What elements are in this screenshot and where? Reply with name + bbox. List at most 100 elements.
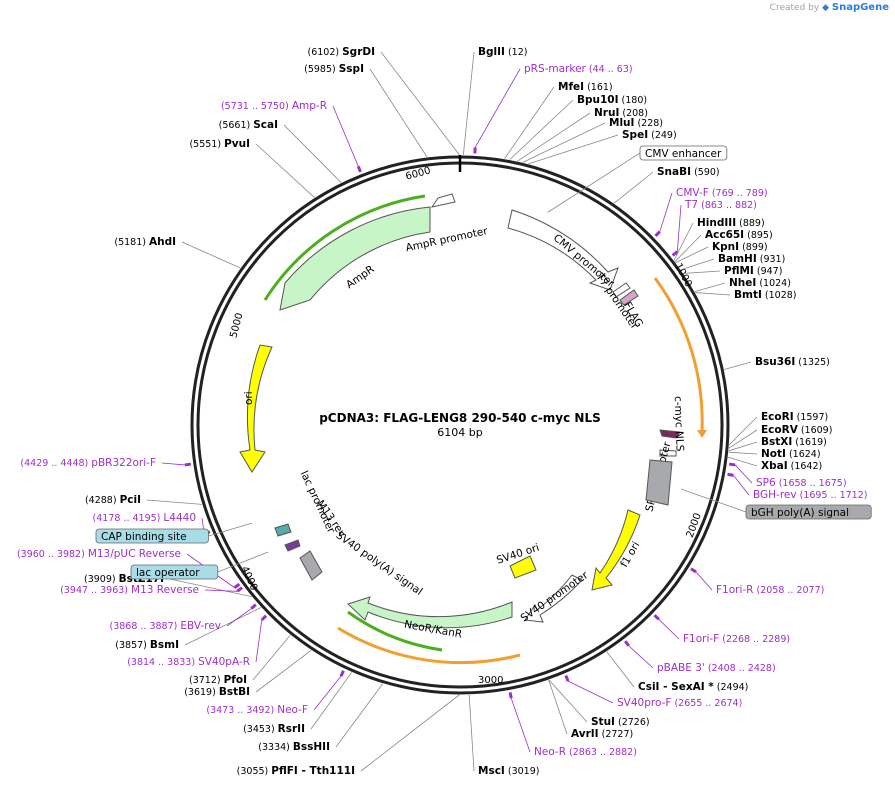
feature-f1-ori[interactable] xyxy=(591,509,641,591)
feature-sv40-ori[interactable] xyxy=(509,555,537,579)
enzyme-label[interactable]: MscI (3019) xyxy=(478,765,539,777)
boxed-label-line xyxy=(547,152,641,213)
primer-label[interactable]: (3868 .. 3887) EBV-rev xyxy=(109,620,221,632)
boxed-label-box[interactable] xyxy=(130,564,219,580)
enzyme-label[interactable]: MfeI (161) xyxy=(558,81,613,93)
enzyme-label[interactable]: NruI (208) xyxy=(594,107,648,119)
enzyme-label[interactable]: XbaI (1642) xyxy=(761,460,822,472)
enzyme-label[interactable]: Acc65I (895) xyxy=(705,229,773,241)
enzyme-label[interactable]: BamHI (931) xyxy=(718,253,785,265)
enzyme-label[interactable]: SpeI (249) xyxy=(622,129,677,141)
primer-label[interactable]: (3947 .. 3963) M13 Reverse xyxy=(60,584,199,596)
enzyme-label[interactable]: HindIII (889) xyxy=(697,217,765,229)
enzyme-label[interactable]: StuI (2726) xyxy=(591,716,650,728)
primer-label[interactable]: Neo-R (2863 .. 2882) xyxy=(534,746,637,758)
feature-sv40-polya[interactable] xyxy=(299,550,323,581)
enzyme-position: (228) xyxy=(634,118,663,129)
feature-sp6-promoter[interactable] xyxy=(659,449,677,457)
enzyme-label[interactable]: BglII (12) xyxy=(478,46,527,58)
enzyme-label[interactable]: (5985) SspI xyxy=(304,63,364,75)
primer-label[interactable]: (5731 .. 5750) Amp-R xyxy=(221,100,327,112)
feature-lac-promoter[interactable] xyxy=(274,523,292,537)
enzyme-label[interactable]: PflMI (947) xyxy=(724,265,782,277)
enzyme-name: SgrDI xyxy=(342,46,375,58)
enzyme-line xyxy=(528,134,619,165)
primer-label[interactable]: T7 (863 .. 882) xyxy=(684,199,757,211)
enzyme-label[interactable]: (5661) ScaI xyxy=(219,119,278,131)
feature-ampr[interactable] xyxy=(279,206,431,311)
primer-line xyxy=(204,589,238,592)
primer-label[interactable]: F1ori-F (2268 .. 2289) xyxy=(683,633,790,645)
primer-label[interactable]: (4178 .. 4195) L4440 xyxy=(93,512,196,524)
primer-label[interactable]: SP6 (1658 .. 1675) xyxy=(756,477,847,489)
feature-ampr-promoter[interactable] xyxy=(430,193,456,208)
primer-mark xyxy=(339,670,345,677)
enzyme-label[interactable]: (6102) SgrDI xyxy=(308,46,376,58)
enzyme-label[interactable]: (3857) BsmI xyxy=(115,639,179,651)
primer-name: BGH-rev xyxy=(753,489,797,501)
primer-label[interactable]: CMV-F (769 .. 789) xyxy=(676,187,768,199)
primer-position: (3947 .. 3963) xyxy=(60,585,131,596)
enzyme-line xyxy=(255,649,312,693)
enzyme-label[interactable]: (5181) AhdI xyxy=(114,236,176,248)
enzyme-label[interactable]: (3619) BstBI xyxy=(184,686,250,698)
enzyme-label[interactable]: MluI (228) xyxy=(609,117,663,129)
primer-label[interactable]: BGH-rev (1695 .. 1712) xyxy=(753,489,867,501)
enzyme-line xyxy=(728,429,758,449)
enzyme-name: PciI xyxy=(120,494,141,506)
enzyme-label[interactable]: (3453) RsrII xyxy=(243,723,305,735)
enzyme-name: Bpu10I xyxy=(577,94,619,106)
primer-label[interactable]: SV40pro-F (2655 .. 2674) xyxy=(617,697,742,709)
boxed-label-box[interactable] xyxy=(745,504,872,520)
primer-line xyxy=(255,619,263,663)
primer-name: SV40pA-R xyxy=(198,656,250,668)
enzyme-label[interactable]: NheI (1024) xyxy=(729,277,791,289)
feature-bgh-polya[interactable] xyxy=(645,459,673,506)
enzyme-label[interactable]: (4288) PciI xyxy=(85,494,141,506)
enzyme-label[interactable]: KpnI (899) xyxy=(712,241,768,253)
enzyme-label[interactable]: (5551) PvuI xyxy=(189,138,250,150)
feature-c-myc-nls[interactable] xyxy=(659,429,681,439)
boxed-label-box[interactable] xyxy=(95,528,209,544)
feature-t7-promoter[interactable] xyxy=(612,282,631,298)
enzyme-line xyxy=(727,456,758,467)
primer-line xyxy=(676,204,682,252)
enzyme-name: BstBI xyxy=(219,686,250,698)
primer-label[interactable]: (3473 .. 3492) Neo-F xyxy=(206,704,308,716)
primer-mark xyxy=(260,614,268,622)
feature-flag[interactable] xyxy=(619,289,639,306)
feature-sv40-promoter[interactable] xyxy=(524,574,583,623)
enzyme-label[interactable]: NotI (1624) xyxy=(761,448,821,460)
feature-neor-kanr[interactable] xyxy=(347,596,513,629)
enzyme-label[interactable]: CsiI - SexAI * (2494) xyxy=(638,681,748,693)
enzyme-label[interactable]: EcoRV (1609) xyxy=(761,424,832,436)
primer-label[interactable]: F1ori-R (2058 .. 2077) xyxy=(716,584,824,596)
enzyme-position: (889) xyxy=(736,218,765,229)
enzyme-label[interactable]: (3334) BssHII xyxy=(258,741,330,753)
boxed-label-line xyxy=(680,488,747,513)
boxed-label-box[interactable] xyxy=(639,145,728,161)
enzyme-label[interactable]: (3712) PfoI xyxy=(189,674,247,686)
enzyme-position: (1024) xyxy=(756,278,791,289)
primer-position: (1658 .. 1675) xyxy=(776,478,847,489)
enzyme-label[interactable]: (3055) PflFI - Tth111I xyxy=(237,765,355,777)
feature-cmv-promoter[interactable] xyxy=(507,209,619,291)
enzyme-name: PvuI xyxy=(224,138,250,150)
enzyme-label[interactable]: Bpu10I (180) xyxy=(577,94,647,106)
enzyme-label[interactable]: EcoRI (1597) xyxy=(761,411,828,423)
feature-m13-rev[interactable] xyxy=(284,539,301,552)
primer-label[interactable]: (3960 .. 3982) M13/pUC Reverse xyxy=(17,548,181,560)
primer-label[interactable]: pBABE 3' (2408 .. 2428) xyxy=(657,662,776,674)
primer-label[interactable]: pRS-marker (44 .. 63) xyxy=(524,63,633,75)
primer-label[interactable]: (4429 .. 4448) pBR322ori-F xyxy=(20,457,156,469)
primer-line xyxy=(332,105,359,167)
enzyme-label[interactable]: BstXI (1619) xyxy=(761,436,827,448)
primer-label[interactable]: (3814 .. 3833) SV40pA-R xyxy=(127,656,250,668)
enzyme-label[interactable]: AvrII (2727) xyxy=(571,728,633,740)
enzyme-label[interactable]: BmtI (1028) xyxy=(734,289,796,301)
enzyme-label[interactable]: SnaBI (590) xyxy=(657,166,720,178)
enzyme-position: (3909) xyxy=(84,574,119,585)
feature-ori[interactable] xyxy=(239,344,273,473)
enzyme-label[interactable]: Bsu36I (1325) xyxy=(755,356,830,368)
enzyme-name: EcoRI xyxy=(761,411,794,423)
